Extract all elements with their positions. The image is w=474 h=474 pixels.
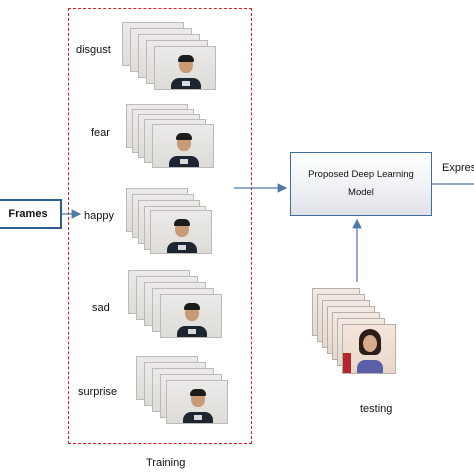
face-image-fear (152, 124, 214, 168)
emotion-label-disgust: disgust (76, 44, 111, 56)
training-label: Training (146, 457, 186, 469)
frames-box: Frames (0, 199, 62, 229)
model-label-line2: Model (348, 187, 374, 198)
emotion-label-surprise: surprise (78, 386, 118, 398)
testing-label: testing (360, 403, 393, 415)
face-image-surprise (166, 380, 228, 424)
testing-face-image (342, 324, 396, 374)
deep-learning-model-box: Proposed Deep Learning Model (290, 152, 432, 216)
emotion-label-fear: fear (91, 127, 110, 139)
output-label: Express (442, 162, 474, 174)
frames-label: Frames (8, 208, 48, 220)
model-label-line1: Proposed Deep Learning (308, 168, 414, 180)
emotion-label-happy: happy (84, 210, 114, 222)
face-image-happy (150, 210, 212, 254)
face-image-sad (160, 294, 222, 338)
emotion-label-sad: sad (92, 302, 110, 314)
face-image-disgust (154, 46, 216, 90)
training-region (68, 8, 252, 444)
